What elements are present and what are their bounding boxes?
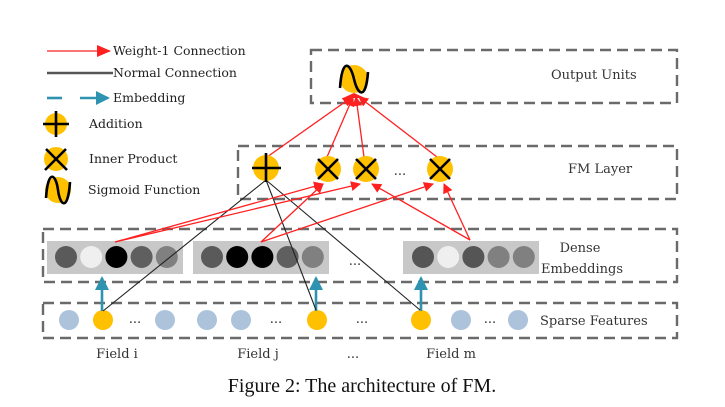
embedding-cell: [80, 246, 103, 268]
weight1-connection: [260, 182, 434, 243]
embedding-cell: [462, 246, 485, 268]
sparse-node-active-field-i: [93, 310, 113, 330]
fm-layer: FM Layer: [236, 144, 679, 201]
sparse-node: [231, 310, 251, 330]
inner-product-icon: [44, 147, 68, 171]
legend-embedding: Embedding: [47, 90, 185, 105]
dense-ellipsis: ...: [349, 254, 361, 269]
output-units-label: Output Units: [551, 68, 637, 83]
addition-node: [252, 153, 281, 182]
inner-product-node: [315, 156, 341, 182]
embedding-cell: [155, 246, 178, 268]
sparse-node: [197, 310, 217, 330]
output-units-layer: Output Units: [309, 48, 679, 105]
weight1-connection: [352, 96, 365, 158]
sparse-node: [508, 310, 528, 330]
embedding-cell: [251, 246, 274, 268]
sparse-node: [59, 310, 79, 330]
sigmoid-output-node: [338, 64, 370, 98]
sparse-node: [155, 310, 175, 330]
dense-label-line1: Dense: [560, 241, 601, 256]
field-i-label: Field i: [96, 347, 138, 362]
weight1-connection: [443, 183, 471, 241]
inner-product-node: [427, 156, 453, 182]
dense-embeddings-layer: Dense Embeddings ...: [41, 227, 679, 284]
weight1-connection: [114, 181, 324, 243]
legend-addition-label: Addition: [88, 116, 143, 131]
sparse-features-box: [41, 301, 679, 340]
embedding-cell: [201, 246, 223, 268]
sparse-node-active-field-j: [307, 310, 327, 330]
weight1-connection: [371, 183, 471, 241]
weight1-connection: [260, 183, 324, 243]
embedding-cell: [55, 246, 77, 268]
sparse-ellipsis: ...: [356, 312, 368, 327]
sparse-ellipsis: ...: [270, 312, 282, 327]
legend-inner-product: Inner Product: [44, 147, 177, 171]
embedding-cell: [437, 246, 460, 268]
field-m-label: Field m: [426, 347, 476, 362]
dense-embeddings-box: [41, 227, 679, 284]
embedding-arrows: [95, 276, 428, 311]
fm-nodes: ...: [252, 153, 453, 182]
field-j-label: Field j: [237, 347, 279, 362]
legend-normal: Normal Connection: [47, 65, 237, 80]
normal-connection: [102, 179, 267, 312]
addition-icon: [43, 111, 69, 137]
legend: Weight-1 Connection Normal Connection Em…: [43, 43, 246, 205]
legend-weight1: Weight-1 Connection: [47, 43, 246, 58]
sparse-features-layer: Sparse Features ... ... ... ...: [41, 301, 679, 340]
sparse-ellipsis: ...: [484, 312, 496, 327]
normal-connection: [265, 179, 421, 311]
weight1-connection: [266, 96, 353, 158]
normal-connection: [265, 179, 317, 311]
legend-sigmoid-label: Sigmoid Function: [88, 182, 200, 197]
dense-label-line2: Embeddings: [541, 262, 623, 277]
legend-inner-product-label: Inner Product: [89, 151, 177, 166]
embedding-cells: [55, 246, 535, 268]
normal-connections: [102, 179, 421, 312]
legend-normal-label: Normal Connection: [113, 65, 237, 80]
embedding-cell: [301, 246, 324, 268]
fm-layer-box: [236, 144, 679, 201]
fm-layer-label: FM Layer: [568, 162, 633, 177]
inner-product-node: [353, 156, 379, 182]
sparse-node-active-field-m: [411, 310, 431, 330]
weight1-connection: [358, 96, 438, 158]
sigmoid-icon: [44, 175, 72, 205]
sparse-node: [451, 310, 471, 330]
sparse-ellipsis: ...: [129, 312, 141, 327]
field-labels: Field i Field j ... Field m: [96, 347, 476, 362]
embedding-cell: [412, 246, 434, 268]
embedding-cell: [130, 246, 153, 268]
legend-addition: Addition: [43, 111, 143, 137]
embedding-cell: [512, 246, 535, 268]
legend-embedding-label: Embedding: [113, 90, 185, 105]
output-units-box: [309, 48, 679, 105]
legend-sigmoid: Sigmoid Function: [44, 175, 200, 205]
embedding-cell: [226, 246, 249, 268]
weight1-connection: [326, 96, 355, 158]
figure-caption: Figure 2: The architecture of FM.: [228, 375, 496, 397]
field-ellipsis: ...: [347, 347, 359, 362]
embedding-cell: [487, 246, 510, 268]
embedding-cell: [105, 246, 128, 268]
fm-ellipsis: ...: [394, 164, 406, 179]
legend-weight1-label: Weight-1 Connection: [113, 43, 246, 58]
sparse-features-label: Sparse Features: [540, 314, 648, 329]
weight1-connections: [114, 96, 471, 243]
